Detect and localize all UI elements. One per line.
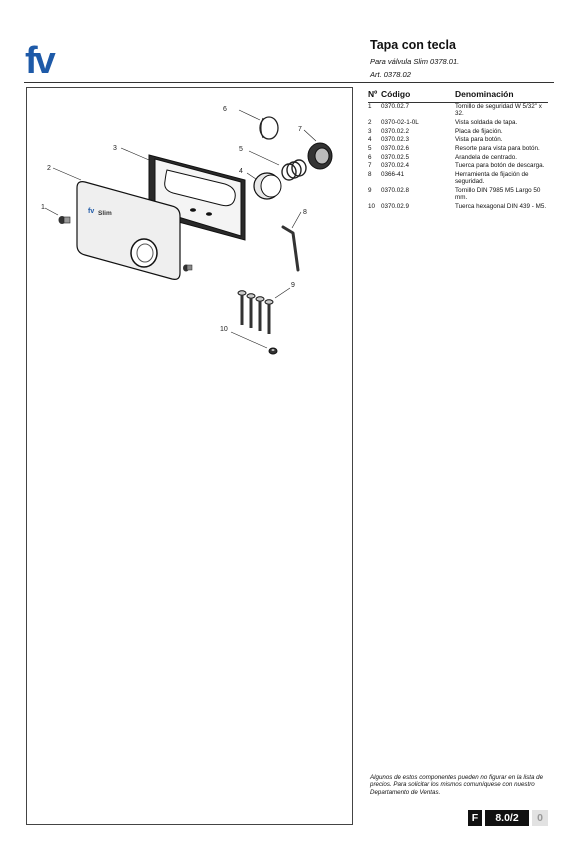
callout-3: 3 bbox=[113, 145, 117, 152]
table-row: 3 0370.02.2 Placa de fijación. bbox=[368, 128, 548, 137]
row-number: 2 bbox=[368, 118, 372, 126]
table-row: 5 0370.02.6 Resorte para vista para botó… bbox=[368, 145, 548, 154]
header-code: Código bbox=[381, 89, 455, 103]
availability-note: Algunos de estos componentes pueden no f… bbox=[370, 774, 544, 796]
svg-text:fv: fv bbox=[25, 40, 56, 80]
row-description: Vista soldada de tapa. bbox=[455, 118, 518, 126]
header-divider bbox=[24, 82, 554, 83]
row-code: 0370.02.2 bbox=[381, 127, 410, 135]
row-code: 0366-41 bbox=[381, 171, 405, 179]
row-number: 6 bbox=[368, 153, 372, 161]
row-code: 0370.02.9 bbox=[381, 202, 410, 210]
table-row: 9 0370.02.8 Tornillo DIN 7985 M5 Largo 5… bbox=[368, 187, 548, 203]
callout-6: 6 bbox=[223, 106, 227, 113]
table-row: 1 0370.02.7 Tornillo de seguridad W 5/32… bbox=[368, 103, 548, 119]
row-number: 1 bbox=[368, 103, 372, 110]
row-description: Tuerca para botón de descarga. bbox=[455, 162, 545, 170]
row-number: 5 bbox=[368, 145, 372, 153]
table-row: 4 0370.02.3 Vista para botón. bbox=[368, 136, 548, 145]
row-description: Vista para botón. bbox=[455, 136, 503, 144]
callout-4: 4 bbox=[239, 168, 243, 175]
page-subtitle: Para válvula Slim 0378.01. bbox=[370, 57, 460, 66]
exploded-view-drawing: 6 7 5 4 bbox=[41, 106, 333, 355]
svg-text:fv: fv bbox=[88, 208, 94, 215]
row-description: Resorte para vista para botón. bbox=[455, 145, 540, 153]
fv-logo: fv bbox=[25, 40, 59, 80]
row-code: 0370.02.3 bbox=[381, 136, 410, 144]
exploded-view-frame: 6 7 5 4 bbox=[26, 87, 353, 825]
row-number: 10 bbox=[368, 202, 376, 210]
row-number: 9 bbox=[368, 187, 372, 195]
plate-brand-label: Slim bbox=[98, 210, 112, 217]
part-7-nut: 7 bbox=[298, 126, 333, 170]
callout-7: 7 bbox=[298, 126, 302, 133]
table-row: 8 0366-41 Herramienta de fijación de seg… bbox=[368, 171, 548, 187]
part-6-centering-ring: 6 bbox=[223, 106, 279, 140]
part-9-screws: 9 bbox=[237, 282, 295, 334]
side-screw bbox=[183, 264, 193, 272]
header-description: Denominación bbox=[455, 89, 548, 103]
part-2-cover-plate: fv Slim 2 bbox=[47, 165, 181, 280]
page-number: 8.0/2 bbox=[485, 810, 529, 826]
row-code: 0370.02.4 bbox=[381, 162, 410, 170]
page-title: Tapa con tecla bbox=[370, 38, 456, 52]
row-number: 3 bbox=[368, 127, 372, 135]
section-letter: F bbox=[468, 810, 482, 826]
callout-5: 5 bbox=[239, 146, 243, 153]
callout-9: 9 bbox=[291, 282, 295, 289]
table-row: 6 0370.02.5 Arandela de centrado. bbox=[368, 154, 548, 163]
parts-table-header: Nº Código Denominación bbox=[368, 89, 548, 103]
row-description: Arandela de centrado. bbox=[455, 153, 517, 161]
part-10-hex-nut: 10 bbox=[220, 326, 278, 355]
part-8-hex-key: 8 bbox=[281, 209, 307, 272]
row-number: 4 bbox=[368, 136, 372, 144]
table-row: 7 0370.02.4 Tuerca para botón de descarg… bbox=[368, 162, 548, 171]
row-code: 0370.02.5 bbox=[381, 153, 410, 161]
row-description: Tornillo DIN 7985 M5 Largo 50 mm. bbox=[455, 187, 541, 202]
revision-number: 0 bbox=[532, 810, 548, 826]
part-5-spring: 5 bbox=[239, 146, 307, 181]
table-row: 10 0370.02.9 Tuerca hexagonal DIN 439 - … bbox=[368, 203, 548, 212]
callout-1: 1 bbox=[41, 204, 45, 211]
page-badge: F 8.0/2 0 bbox=[468, 810, 548, 826]
row-description: Herramienta de fijación de seguridad. bbox=[455, 171, 529, 186]
part-1-security-screw: 1 bbox=[41, 204, 71, 224]
row-code: 0370.02.8 bbox=[381, 187, 410, 195]
parts-table: Nº Código Denominación 1 0370.02.7 Torni… bbox=[368, 89, 548, 212]
part-4-button-cover: 4 bbox=[239, 168, 282, 200]
row-description: Placa de fijación. bbox=[455, 127, 503, 135]
header-number: Nº bbox=[368, 89, 381, 103]
row-description: Tuerca hexagonal DIN 439 - M5. bbox=[455, 202, 547, 210]
callout-2: 2 bbox=[47, 165, 51, 172]
row-description: Tornillo de seguridad W 5/32" x 32. bbox=[455, 103, 542, 118]
table-row: 2 0370-02-1-0L Vista soldada de tapa. bbox=[368, 119, 548, 128]
row-code: 0370-02-1-0L bbox=[381, 118, 419, 126]
callout-8: 8 bbox=[303, 209, 307, 216]
row-code: 0370.02.6 bbox=[381, 145, 410, 153]
row-number: 7 bbox=[368, 162, 372, 170]
callout-10: 10 bbox=[220, 326, 228, 333]
row-number: 8 bbox=[368, 171, 372, 179]
article-number: Art. 0378.02 bbox=[370, 70, 411, 79]
row-code: 0370.02.7 bbox=[381, 103, 410, 110]
